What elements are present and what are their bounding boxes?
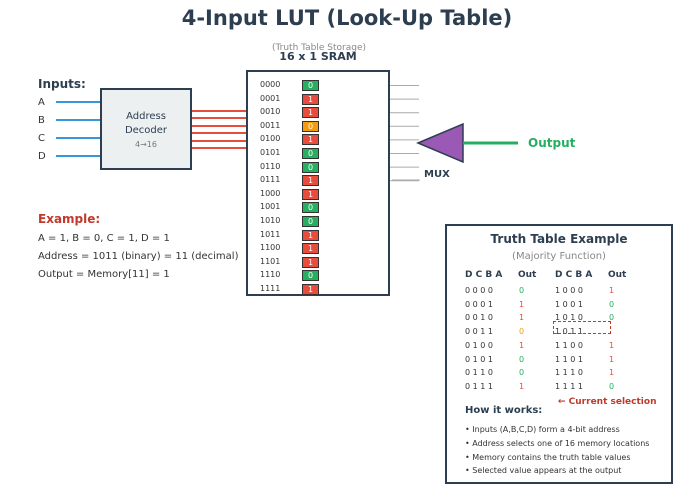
tt-input-cell: 1 1 0 1 [555,354,583,364]
tt-input-cell: 0 1 1 1 [465,381,493,391]
tt-output-cell: 1 [519,313,525,323]
sram-address: 1000 [260,188,281,198]
sram-address: 1101 [260,256,281,266]
tt-output-cell: 1 [609,354,615,364]
sram-address: 0001 [260,93,281,103]
example-line-output: Output = Memory[11] = 1 [38,269,170,280]
tt-output-cell: 0 [519,286,525,295]
sram-cell: 0 [302,216,319,227]
mux-shape [416,122,464,164]
tt-output-cell: 1 [609,340,615,350]
tt-output-cell: 1 [519,299,525,309]
sram-cell: 1 [302,134,319,146]
sram-address: 1100 [260,243,281,253]
output-label: Output [528,136,576,150]
example-line-inputs: A = 1, B = 0, C = 1, D = 1 [38,233,170,244]
tt-input-cell: 1 0 0 0 [555,286,583,295]
mux-label: MUX [424,169,450,180]
sram-cell: 0 [302,148,319,159]
truth-table-panel [445,224,673,484]
tt-output-cell: 1 [609,368,615,378]
decoder-label-line2: Decoder [124,125,168,136]
tt-input-cell: 1 0 1 0 [555,313,583,323]
sram-cell: 0 [302,270,319,282]
tt-output-cell: 1 [519,381,525,391]
sram-address: 0110 [260,161,281,171]
tt-input-cell: 0 0 1 1 [465,327,493,337]
tt-input-cell: 1 0 0 1 [555,299,583,309]
tt-output-cell: 0 [519,327,525,337]
sram-cell: 0 [302,80,319,91]
tt-output-cell: 1 [519,340,525,350]
tt-output-cell: 0 [519,354,525,364]
sram-cell: 0 [302,202,319,214]
decoder-label-ratio: 4→16 [135,140,157,149]
tt-output-cell: 0 [609,381,615,391]
tt-input-cell: 0 0 1 0 [465,313,493,323]
tt-output-cell: 0 [609,313,615,323]
sram-cell: 1 [302,188,319,200]
sram-cell: 1 [302,256,319,268]
inputs-title: Inputs: [38,77,86,91]
sram-address: 0011 [260,120,281,130]
sram-cell: 1 [302,229,319,241]
sram-address: 0000 [260,80,281,89]
example-line-address: Address = 1011 (binary) = 11 (decimal) [38,251,239,262]
how-it-works-title: How it works: [465,405,543,416]
input-label-b: B [38,115,45,126]
tt-output-cell: 0 [519,368,525,378]
tt-input-cell: 1 0 1 1 [555,327,583,337]
tt-input-cell: 0 1 1 0 [465,368,493,378]
example-title: Example: [38,212,101,226]
sram-cell: 1 [302,284,319,295]
tt-input-cell: 1 1 1 0 [555,368,583,378]
tt-header-out-left: Out [518,270,537,280]
sram-address: 1010 [260,216,281,225]
sram-address: 0111 [260,175,281,185]
how-line-1: • Inputs (A,B,C,D) form a 4-bit address [465,425,620,434]
tt-input-cell: 0 1 0 0 [465,340,493,350]
address-decoder [100,88,192,170]
sram-cell: 1 [302,243,319,255]
tt-input-cell: 1 1 1 1 [555,381,583,391]
decoder-label-line1: Address [126,111,166,122]
sram-address: 0101 [260,148,281,157]
tt-header-out-right: Out [608,270,627,280]
sram-address: 0010 [260,107,281,117]
current-selection-label: ← Current selection [558,397,657,407]
tt-input-cell: 1 1 0 0 [555,340,583,350]
sram-cell: 0 [302,120,319,132]
sram-cell: 0 [302,161,319,173]
tt-input-cell: 0 0 0 0 [465,286,493,295]
sram-address: 0100 [260,134,281,144]
sram-address: 1111 [260,284,281,293]
tt-output-cell: 0 [609,299,615,309]
sram-address: 1001 [260,202,281,212]
tt-header-inputs-left: D C B A [465,270,503,280]
sram-address: 1011 [260,229,281,239]
tt-input-cell: 0 0 0 1 [465,299,493,309]
tt-header-inputs-right: D C B A [555,270,593,280]
sram-cell: 1 [302,107,319,119]
tt-output-cell: 1 [609,286,615,295]
how-line-4: • Selected value appears at the output [465,466,622,475]
sram-cell: 1 [302,93,319,105]
how-line-3: • Memory contains the truth table values [465,453,631,462]
sram-subtitle: (Truth Table Storage) [271,43,367,53]
sram-cell: 1 [302,175,319,187]
how-line-2: • Address selects one of 16 memory locat… [465,439,650,448]
sram-title: 16 x 1 SRAM [279,50,357,63]
tt-input-cell: 0 1 0 1 [465,354,493,364]
truth-table-title: Truth Table Example [490,232,628,246]
sram-address: 1110 [260,270,281,280]
input-label-d: D [38,151,46,162]
page-title: 4-Input LUT (Look-Up Table) [181,6,513,30]
input-label-c: C [38,133,45,144]
input-label-a: A [38,97,45,108]
truth-table-subtitle: (Majority Function) [512,251,606,262]
selection-highlight-box [553,321,611,334]
